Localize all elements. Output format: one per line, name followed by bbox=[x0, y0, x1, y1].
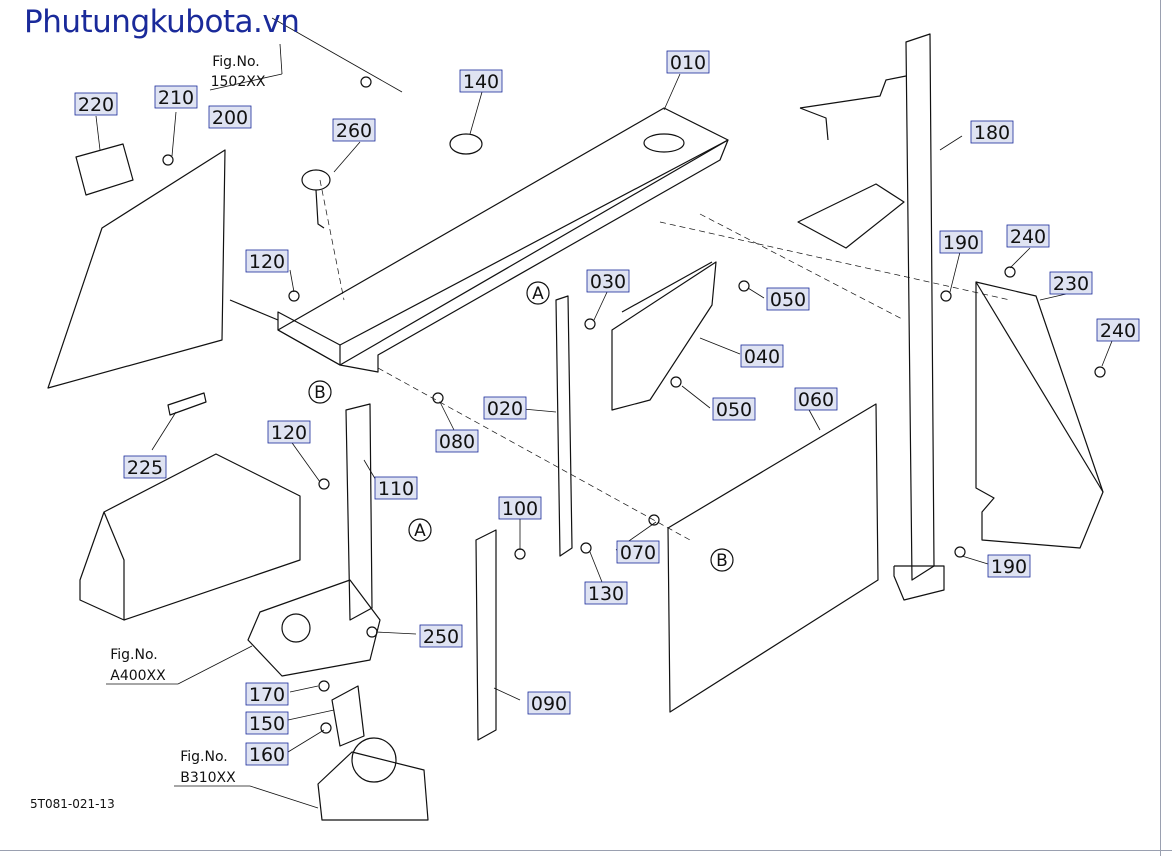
diagram-code: 5T081-021-13 bbox=[30, 797, 115, 811]
part-label: 130 bbox=[588, 583, 624, 605]
figure-ref-line2: B310XX bbox=[180, 770, 236, 786]
part-label: 090 bbox=[531, 693, 567, 715]
part-label: 020 bbox=[487, 398, 523, 420]
part-label: 170 bbox=[249, 684, 285, 706]
panel-200 bbox=[47, 149, 226, 389]
main-frame-hole bbox=[643, 133, 685, 153]
post-110 bbox=[345, 403, 373, 621]
part-label: 240 bbox=[1010, 226, 1046, 248]
part-label: 140 bbox=[463, 71, 499, 93]
bracket-150 bbox=[331, 685, 365, 747]
upright-post bbox=[905, 33, 935, 581]
part-label: 040 bbox=[744, 346, 780, 368]
part-label: 190 bbox=[991, 556, 1027, 578]
part-label: 225 bbox=[127, 457, 163, 479]
plate-230 bbox=[975, 281, 1104, 549]
part-220 bbox=[75, 143, 134, 196]
bracket-plate bbox=[797, 183, 905, 249]
part-label: 190 bbox=[943, 232, 979, 254]
part-label: 240 bbox=[1100, 320, 1136, 342]
figure-ref-line2: 1502XX bbox=[211, 74, 266, 90]
main-frame-side bbox=[277, 139, 729, 373]
reference-marker: A bbox=[532, 284, 544, 304]
part-label: 010 bbox=[670, 52, 706, 74]
part-label: 180 bbox=[974, 122, 1010, 144]
base-frame-left bbox=[79, 453, 301, 621]
part-label: 050 bbox=[716, 399, 752, 421]
part-label: 200 bbox=[212, 107, 248, 129]
part-label: 260 bbox=[336, 120, 372, 142]
main-frame-top bbox=[277, 107, 729, 366]
figure-ref-line1: Fig.No. bbox=[180, 749, 228, 765]
part-label: 100 bbox=[502, 498, 538, 520]
part-label: 160 bbox=[249, 744, 285, 766]
frame-right-edge bbox=[1160, 0, 1161, 856]
part-label: 120 bbox=[249, 251, 285, 273]
frame-bottom-edge bbox=[0, 850, 1172, 851]
part-label: 210 bbox=[158, 87, 194, 109]
pump-body bbox=[317, 751, 429, 821]
part-label: 060 bbox=[798, 389, 834, 411]
part-225 bbox=[167, 392, 207, 416]
figure-ref-line1: Fig.No. bbox=[110, 647, 158, 663]
part-label: 110 bbox=[378, 478, 414, 500]
part-label: 120 bbox=[271, 422, 307, 444]
part-label: 250 bbox=[423, 626, 459, 648]
figure-ref-line2: A400XX bbox=[110, 668, 166, 684]
panel-060 bbox=[667, 403, 879, 713]
bar-090 bbox=[475, 529, 497, 741]
bar-020 bbox=[555, 295, 573, 557]
part-label: 050 bbox=[770, 289, 806, 311]
part-label: 150 bbox=[249, 713, 285, 735]
reference-marker: A bbox=[414, 521, 426, 541]
bracket-250 bbox=[247, 579, 381, 677]
pump-tank bbox=[351, 737, 397, 783]
part-label: 220 bbox=[78, 94, 114, 116]
reference-marker: B bbox=[314, 383, 326, 403]
part-label: 080 bbox=[439, 431, 475, 453]
bracket-040 bbox=[611, 261, 717, 411]
part-label: 230 bbox=[1053, 273, 1089, 295]
part-label: 070 bbox=[620, 542, 656, 564]
reference-marker: B bbox=[716, 551, 728, 571]
part-label: 030 bbox=[590, 271, 626, 293]
site-watermark: Phutungkubota.vn bbox=[24, 4, 300, 40]
figure-ref-line1: Fig.No. bbox=[212, 54, 260, 70]
